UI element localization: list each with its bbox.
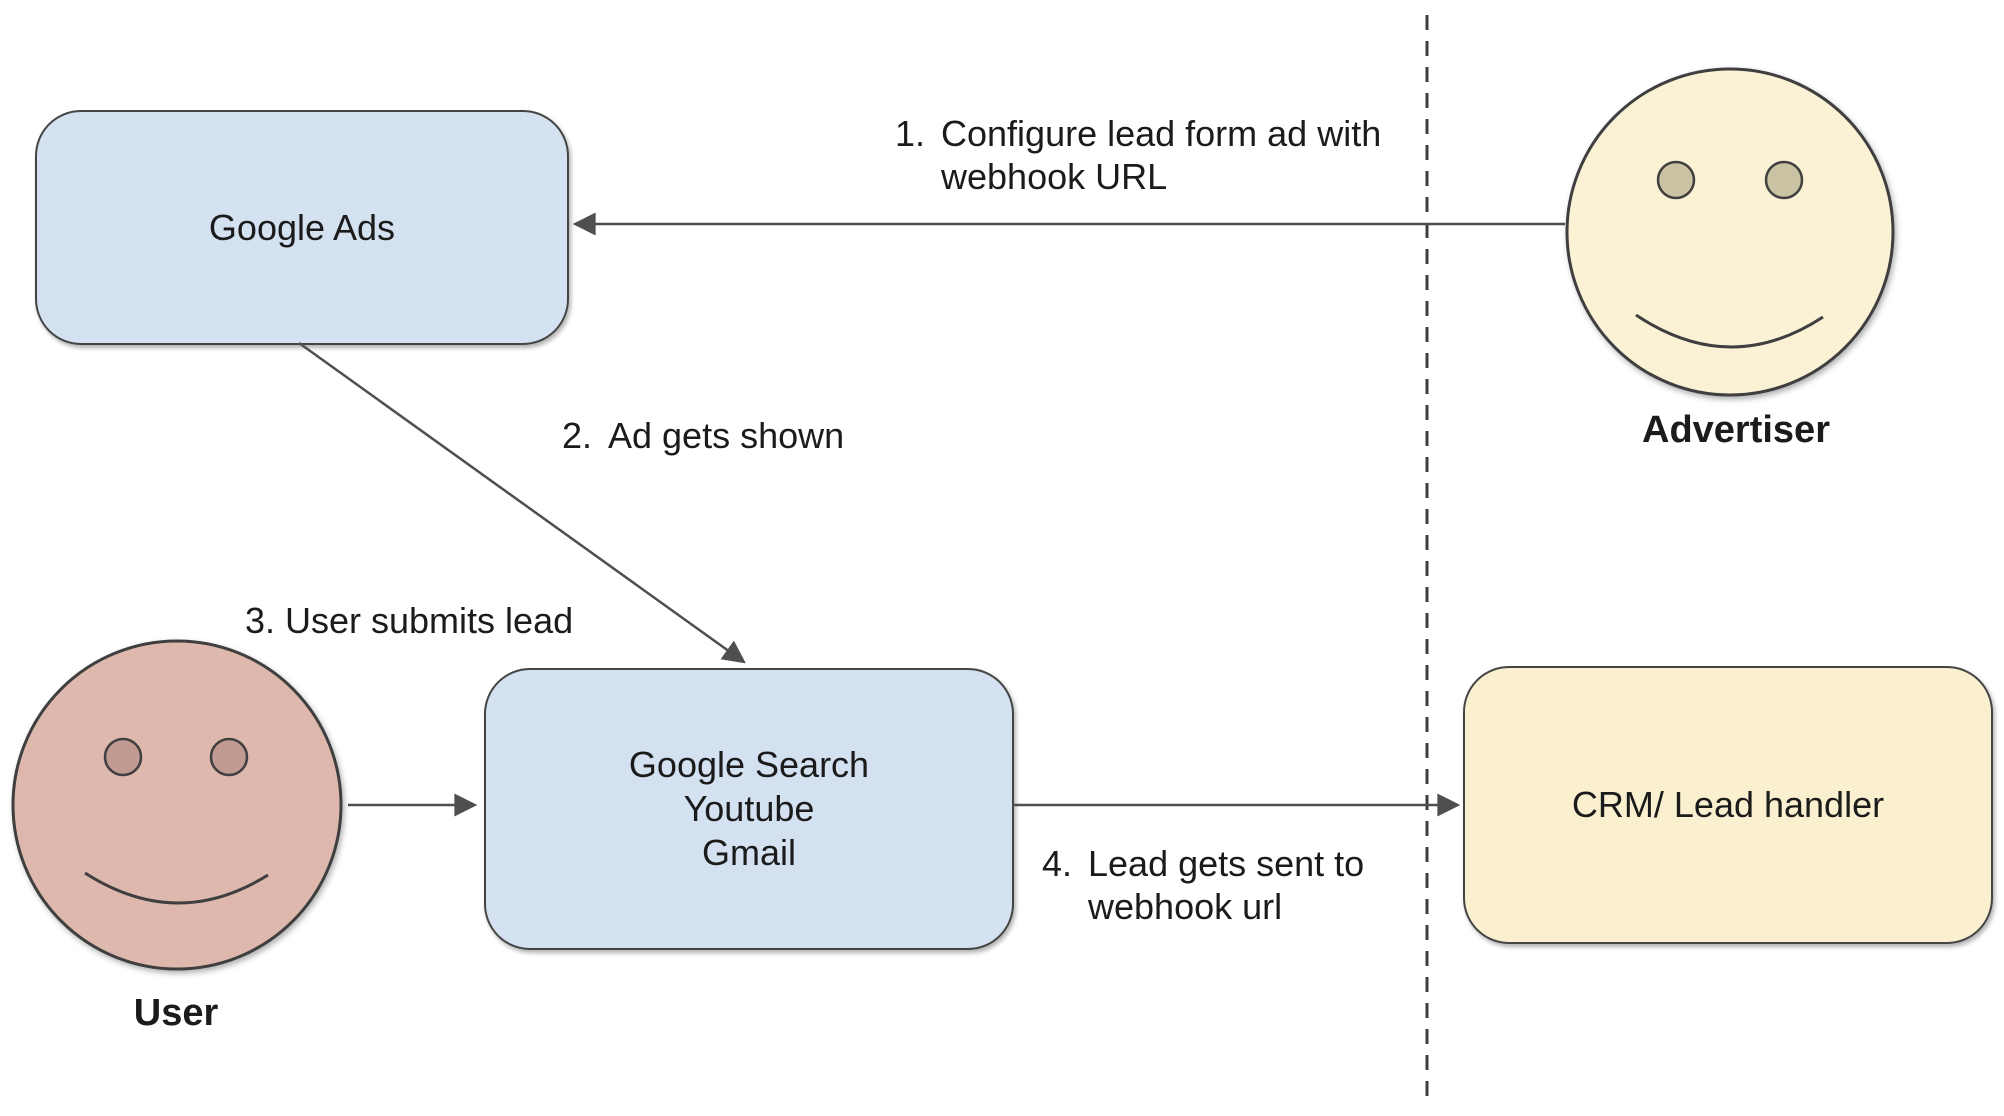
platforms-label-line-2: Youtube	[683, 788, 815, 829]
step-4-line-1: Lead gets sent to	[1088, 843, 1365, 884]
user-smile-icon	[84, 871, 269, 905]
step-3-annotation: 3. User submits lead	[245, 599, 573, 642]
step-4-line-2: webhook url	[1088, 886, 1283, 927]
user-face-circle[interactable]	[11, 639, 343, 971]
user-eye-right-icon	[209, 737, 249, 777]
step-2-annotation: 2. Ad gets shown	[562, 414, 844, 457]
advertiser-smile-icon	[1635, 313, 1824, 349]
step-4-number: 4.	[1042, 843, 1073, 884]
google-ads-node[interactable]: Google Ads	[35, 110, 569, 345]
advertiser-eye-left-icon	[1656, 160, 1696, 200]
step-3-number: 3.	[245, 600, 276, 641]
step-2-line-1: Ad gets shown	[608, 415, 845, 456]
step-4-annotation: 4. Lead gets sent to webhook url	[1042, 842, 1364, 928]
advertiser-label: Advertiser	[1642, 409, 1830, 451]
crm-lead-handler-node[interactable]: CRM/ Lead handler	[1463, 666, 1993, 944]
google-platforms-node[interactable]: Google Search Youtube Gmail	[484, 668, 1014, 950]
crm-label: CRM/ Lead handler	[1571, 784, 1885, 825]
advertiser-face-circle[interactable]	[1565, 67, 1895, 397]
google-ads-label: Google Ads	[208, 206, 396, 248]
user-label: User	[133, 992, 219, 1034]
user-face-icon[interactable]	[11, 639, 343, 971]
advertiser-face-icon[interactable]	[1565, 67, 1895, 397]
platforms-label-line-1: Google Search	[628, 744, 870, 785]
step-1-annotation: 1. Configure lead form ad with webhook U…	[895, 112, 1381, 198]
step-3-line-1: User submits lead	[285, 600, 574, 641]
advertiser-eye-right-icon	[1764, 160, 1804, 200]
user-eye-left-icon	[103, 737, 143, 777]
step-2-number: 2.	[562, 415, 593, 456]
step-1-line-1: Configure lead form ad with	[941, 113, 1382, 154]
platforms-label-line-3: Gmail	[701, 832, 796, 873]
step-1-line-2: webhook URL	[941, 156, 1168, 197]
step-1-number: 1.	[895, 113, 926, 154]
